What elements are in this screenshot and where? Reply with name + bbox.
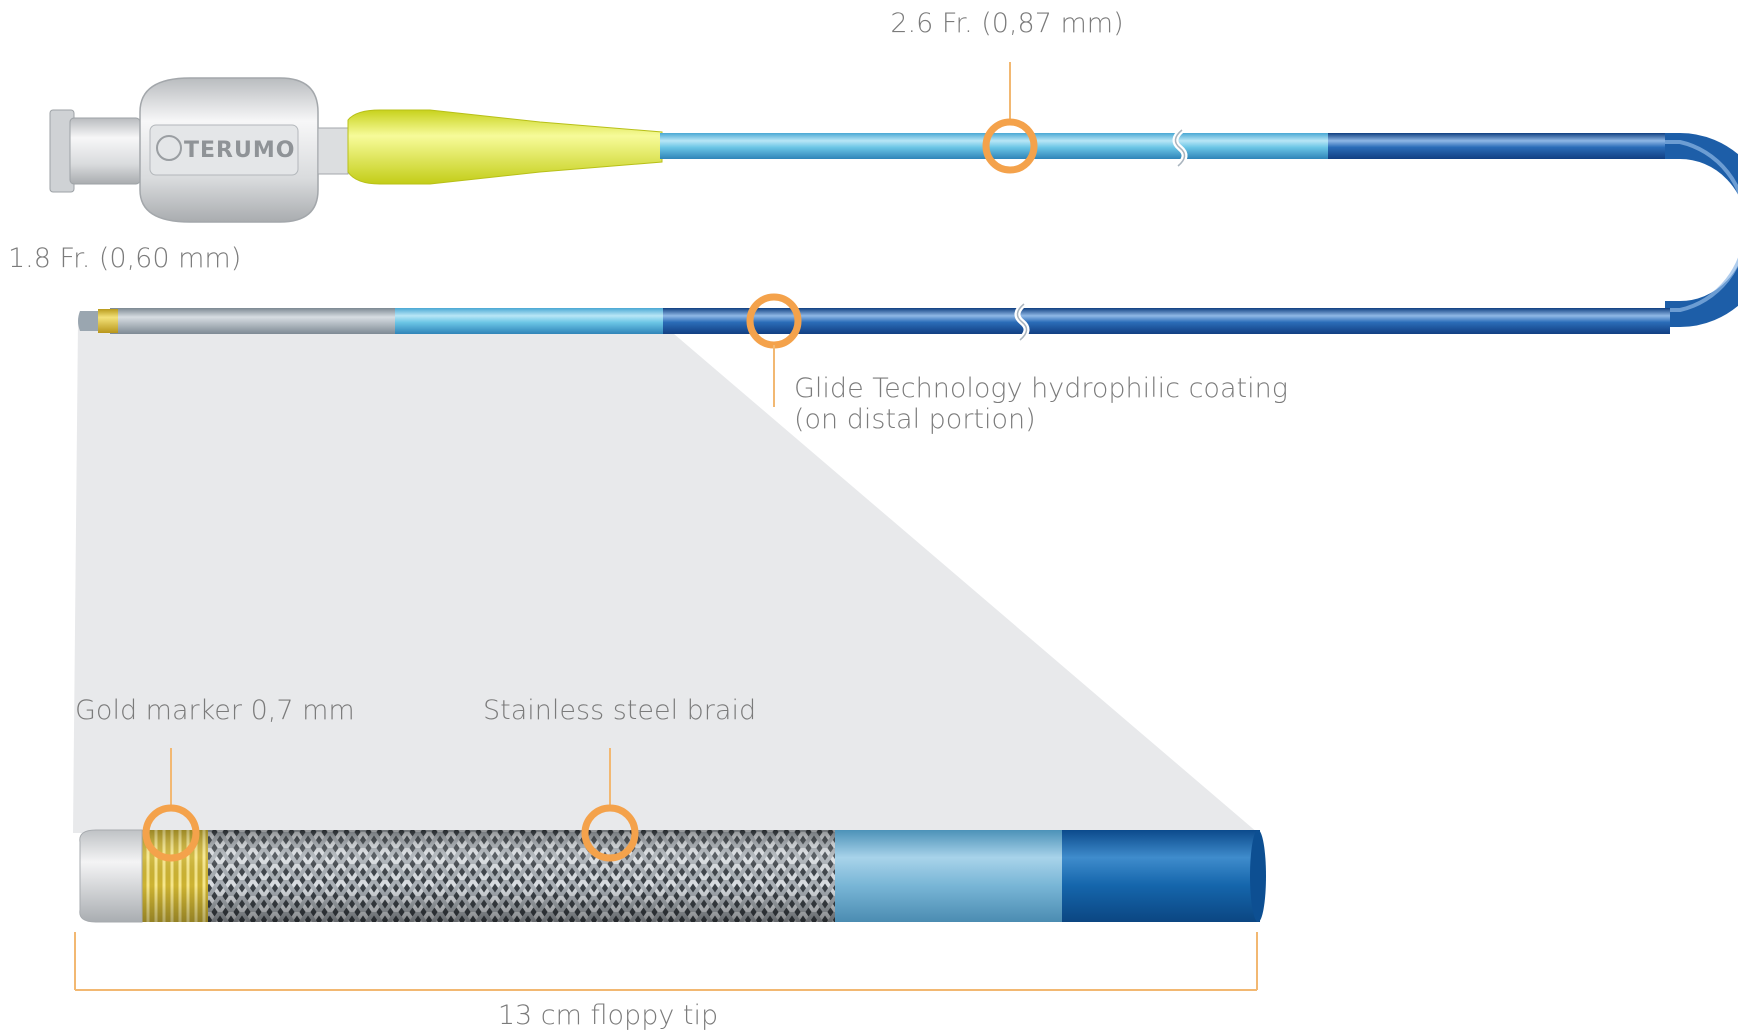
braid-label: Stainless steel braid — [483, 695, 756, 726]
strain-relief-connector — [347, 109, 663, 185]
enlarged-tip-detail — [79, 829, 1266, 923]
callout-proximal-diameter — [982, 62, 1038, 174]
callout-ring-icon — [581, 804, 639, 862]
tip-length-bracket — [74, 932, 1258, 991]
proximal-diameter-label: 2.6 Fr. (0,87 mm) — [890, 8, 1123, 39]
coating-label-line2: (on distal portion) — [794, 404, 1036, 435]
hub: TERUMO — [49, 77, 349, 223]
callout-ring-icon — [982, 118, 1038, 174]
callout-gold-marker — [142, 748, 200, 862]
tip-length-label: 13 cm floppy tip — [498, 1000, 718, 1031]
coating-label-line1: Glide Technology hydrophilic coating — [794, 373, 1288, 404]
zoom-projection — [73, 322, 1258, 833]
gold-marker-label: Gold marker 0,7 mm — [75, 695, 355, 726]
callout-braid — [581, 748, 639, 862]
callout-coating — [746, 293, 802, 407]
hub-brand-logo: TERUMO — [184, 138, 295, 163]
distal-diameter-label: 1.8 Fr. (0,60 mm) — [8, 243, 241, 274]
callout-ring-icon — [142, 804, 200, 862]
catheter-shaft — [78, 133, 1738, 334]
